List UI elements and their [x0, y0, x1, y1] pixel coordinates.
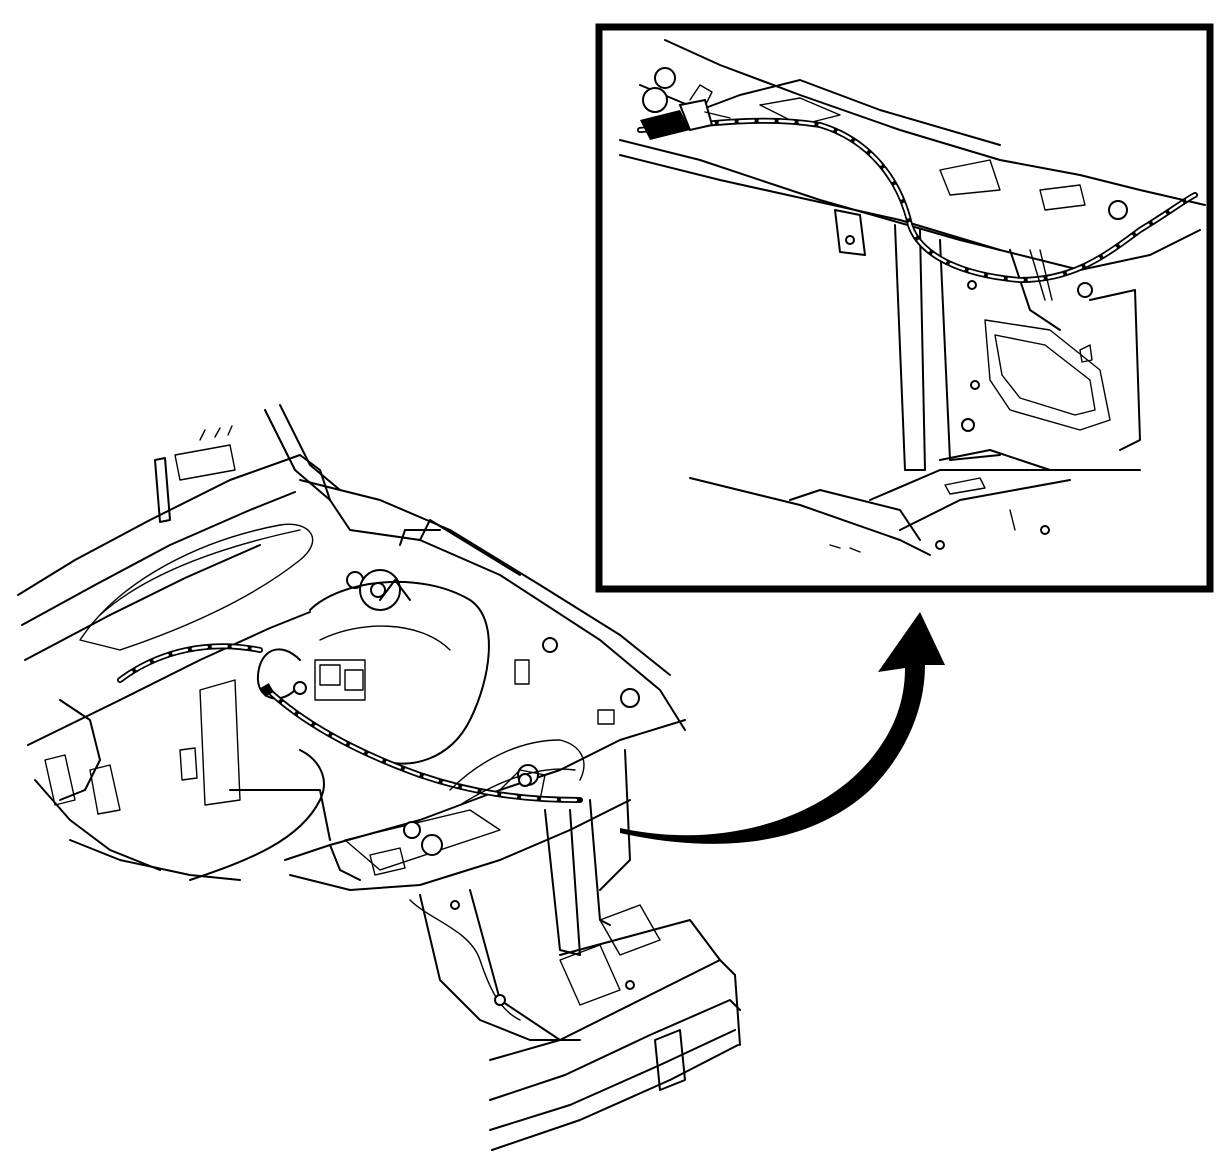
wiring-harness-main: [117, 643, 585, 806]
bumper-reinforcement: [489, 904, 741, 1151]
right-frame-rail: [189, 719, 686, 1041]
front-structure-overview: [17, 404, 741, 1151]
callout-arrow-icon: [620, 612, 945, 844]
connector-icon: [640, 84, 731, 140]
harness-routing-detail: [595, 23, 1214, 593]
radiator-support: [256, 404, 686, 765]
left-apron: [17, 425, 331, 881]
